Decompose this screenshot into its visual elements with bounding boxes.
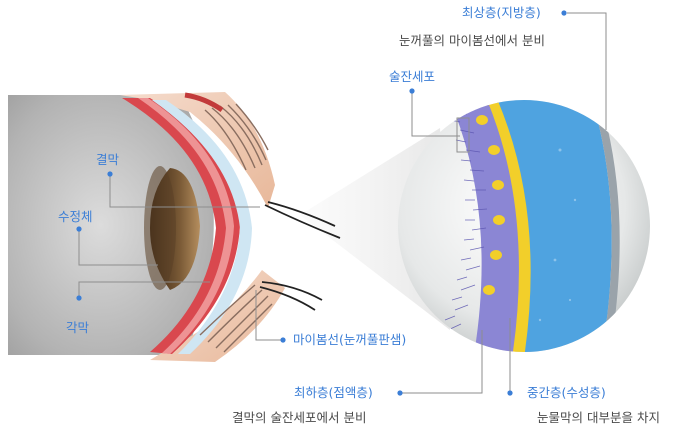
label-aqueous-layer: 중간층(수성층) bbox=[527, 385, 606, 400]
desc-mucin-layer: 결막의 술잔세포에서 분비 bbox=[232, 410, 367, 425]
zoom-circle bbox=[398, 100, 650, 352]
eyeball bbox=[8, 95, 214, 355]
marker-dots bbox=[76, 10, 567, 396]
label-meibomian-gland: 마이봄선(눈꺼풀판샘) bbox=[293, 332, 407, 347]
epithelial-cells bbox=[444, 109, 488, 331]
upper-eyelash bbox=[267, 201, 336, 227]
eye-cross-section bbox=[8, 92, 341, 362]
lower-meibomian-glands bbox=[199, 284, 273, 353]
leader-lines bbox=[78, 12, 607, 394]
cornea-outline bbox=[152, 100, 252, 354]
goblet-cells bbox=[476, 115, 505, 295]
label-lipid-layer: 최상층(지방층) bbox=[462, 5, 541, 20]
aqueous-band bbox=[476, 100, 612, 352]
label-lens: 수정체 bbox=[58, 209, 93, 224]
label-goblet-cells: 술잔세포 bbox=[389, 69, 436, 84]
label-conjunctiva: 결막 bbox=[96, 152, 120, 167]
desc-aqueous-layer: 눈물막의 대부분을 차지 bbox=[537, 410, 660, 425]
lower-eyelid bbox=[150, 270, 285, 362]
lens-shape bbox=[144, 166, 176, 290]
upper-meibomian-glands bbox=[204, 103, 269, 171]
lower-eyelash bbox=[261, 281, 323, 301]
desc-lipid-layer: 눈꺼풀의 마이봄선에서 분비 bbox=[399, 33, 545, 48]
label-mucin-layer: 최하층(점액층) bbox=[294, 385, 373, 400]
label-cornea: 각막 bbox=[66, 320, 90, 335]
